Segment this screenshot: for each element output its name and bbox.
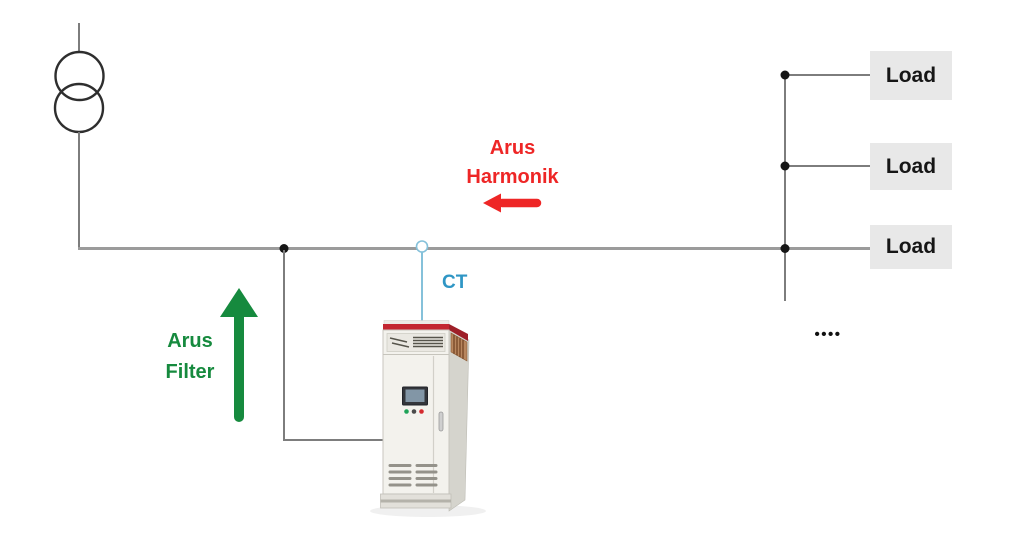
filter-cabinet-illustration bbox=[370, 320, 486, 517]
load-box-3: Load bbox=[870, 225, 952, 269]
load-box-2: Load bbox=[870, 143, 952, 190]
more-loads-dots: •••• bbox=[814, 326, 842, 343]
transformer-icon bbox=[53, 23, 105, 249]
ct-sensor-icon bbox=[415, 240, 429, 253]
cabinet-red-button bbox=[419, 409, 424, 414]
filter-current-label-line1: Arus bbox=[167, 330, 213, 352]
filter-branch-line bbox=[283, 250, 383, 441]
harmonic-current-arrow-icon bbox=[483, 193, 542, 213]
junction-dot-load1 bbox=[780, 70, 790, 80]
junction-dot-filter bbox=[279, 244, 289, 253]
junction-dot-load2 bbox=[780, 161, 790, 171]
filter-current-label: Arus Filter bbox=[130, 326, 250, 388]
load-box-1-label: Load bbox=[885, 63, 937, 87]
cabinet-plinth-groove bbox=[380, 499, 451, 503]
ct-label: CT bbox=[442, 272, 468, 293]
cabinet-copper-fin-lines bbox=[453, 334, 464, 359]
cabinet-top-vent-slats bbox=[389, 336, 443, 348]
cabinet-red-band-front bbox=[383, 324, 449, 330]
harmonic-current-label-line2: Harmonik bbox=[466, 166, 559, 188]
harmonic-current-label: Arus Harmonik bbox=[430, 134, 595, 192]
transformer-primary-circle bbox=[54, 50, 105, 102]
cabinet-bottom-grilles bbox=[388, 464, 438, 487]
cabinet-top-vent-panel bbox=[386, 333, 446, 352]
cabinet-red-band-side bbox=[449, 324, 468, 341]
cabinet-top-lid bbox=[383, 320, 450, 325]
filter-current-arrow-icon bbox=[220, 288, 258, 422]
junction-dot-load3 bbox=[780, 244, 790, 253]
cabinet-door-handle bbox=[438, 411, 444, 432]
load-box-1: Load bbox=[870, 51, 952, 100]
cabinet-display-screen bbox=[405, 389, 425, 402]
filter-current-label-line2: Filter bbox=[165, 361, 215, 383]
load-box-2-label: Load bbox=[885, 154, 937, 178]
cabinet-green-button bbox=[404, 409, 409, 414]
harmonic-current-label-line1: Arus bbox=[489, 137, 536, 159]
transformer-secondary-circle bbox=[53, 82, 105, 134]
cabinet-dark-button bbox=[411, 409, 417, 414]
load-box-3-label: Load bbox=[885, 235, 937, 258]
